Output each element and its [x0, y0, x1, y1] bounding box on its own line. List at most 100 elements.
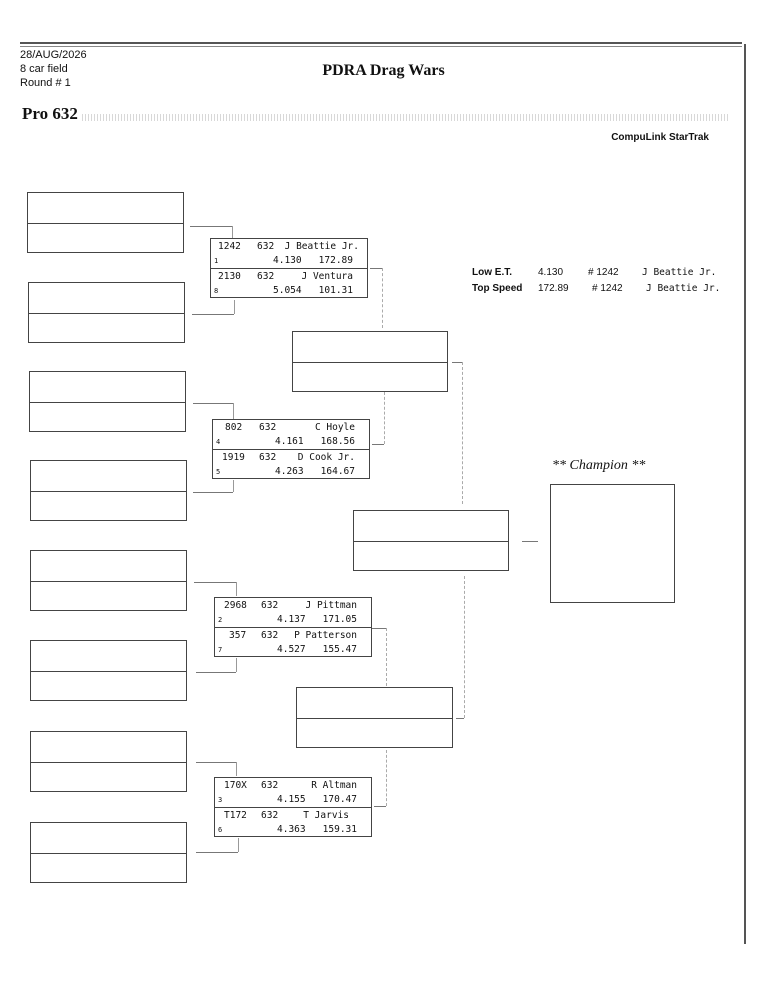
elapsed-time: 4.263: [275, 466, 304, 477]
elapsed-time: 4.161: [275, 436, 304, 447]
seed-number: 6: [218, 826, 223, 834]
lane-bottom: 357 632 P Patterson 7 4.527 155.47: [215, 627, 371, 657]
speed-mph: 172.89: [318, 255, 353, 266]
driver-name: R Altman: [311, 780, 357, 791]
car-number: 1919: [222, 452, 245, 463]
bracket-connector: [196, 762, 236, 763]
entry-box: [30, 822, 187, 883]
driver-name: J Pittman: [305, 600, 357, 611]
entry-box: [30, 640, 187, 701]
field-size: 8 car field: [20, 63, 68, 75]
seed-number: 8: [214, 287, 219, 295]
class-underline-bar: [82, 114, 728, 121]
speed-mph: 170.47: [322, 794, 357, 805]
entry-box: [28, 282, 185, 343]
speed-mph: 171.05: [322, 614, 357, 625]
driver-name: J Beattie Jr.: [284, 241, 359, 252]
entry-box: [29, 371, 186, 432]
bracket-connector: [386, 628, 387, 686]
brand-label: CompuLink StarTrak: [611, 132, 709, 143]
lane-top: 170X 632 R Altman 3 4.155 170.47: [215, 778, 371, 807]
bracket-connector: [196, 672, 236, 673]
bracket-connector: [522, 541, 538, 542]
bracket-connector: [232, 226, 233, 238]
bracket-connector: [386, 750, 387, 806]
page-title: PDRA Drag Wars: [322, 62, 445, 79]
car-class: 632: [261, 630, 279, 641]
low-et-value: 4.130: [538, 267, 564, 278]
seed-number: 2: [218, 616, 223, 624]
seed-number: 3: [218, 796, 223, 804]
driver-name: D Cook Jr.: [297, 452, 355, 463]
right-border: [744, 44, 746, 944]
driver-name: C Hoyle: [314, 422, 355, 433]
car-class: 632: [261, 780, 279, 791]
speed-mph: 155.47: [322, 644, 357, 655]
round-number: Round # 1: [20, 77, 71, 89]
final-box: [353, 510, 509, 571]
car-number: 357: [229, 630, 247, 641]
entry-box: [30, 550, 187, 611]
class-name: Pro 632: [22, 104, 78, 123]
bracket-connector: [193, 403, 233, 404]
car-class: 632: [261, 600, 279, 611]
lane-bottom: T172 632 T Jarvis 6 4.363 159.31: [215, 807, 371, 837]
car-number: 2130: [218, 271, 241, 282]
elapsed-time: 5.054: [273, 285, 302, 296]
low-et-car: # 1242: [588, 267, 619, 278]
matchup-card: 802 632 C Hoyle 4 4.161 168.56 1919 632 …: [212, 419, 370, 479]
top-speed-value: 172.89: [538, 283, 569, 294]
bracket-connector: [233, 403, 234, 419]
car-number: T172: [224, 810, 247, 821]
top-border: [20, 42, 742, 44]
driver-name: T Jarvis: [303, 810, 349, 821]
bracket-connector: [233, 480, 234, 492]
stats-panel: Low E.T. 4.130 # 1242 J Beattie Jr. Top …: [472, 265, 732, 299]
top-speed-driver: J Beattie Jr.: [646, 283, 721, 294]
speed-mph: 164.67: [320, 466, 355, 477]
speed-mph: 101.31: [318, 285, 353, 296]
lane-bottom: 1919 632 D Cook Jr. 5 4.263 164.67: [213, 449, 369, 479]
semifinal-box: [296, 687, 453, 748]
bracket-connector: [462, 362, 463, 504]
seed-number: 7: [218, 646, 223, 654]
matchup-card: 1242 632 J Beattie Jr. 1 4.130 172.89 21…: [210, 238, 368, 298]
bracket-connector: [372, 628, 386, 629]
bracket-connector: [370, 268, 382, 269]
seed-number: 5: [216, 468, 221, 476]
bracket-connector: [236, 658, 237, 672]
elapsed-time: 4.527: [277, 644, 306, 655]
champion-box: [550, 484, 675, 603]
bracket-connector: [374, 806, 386, 807]
bracket-connector: [382, 268, 383, 328]
event-date: 28/AUG/2026: [20, 49, 87, 61]
elapsed-time: 4.137: [277, 614, 306, 625]
lane-top: 802 632 C Hoyle 4 4.161 168.56: [213, 420, 369, 449]
bracket-connector: [372, 444, 384, 445]
driver-name: P Patterson: [294, 630, 357, 641]
entry-box: [30, 460, 187, 521]
car-class: 632: [261, 810, 279, 821]
speed-mph: 159.31: [322, 824, 357, 835]
car-class: 632: [257, 271, 275, 282]
bracket-connector: [236, 582, 237, 596]
bracket-connector: [190, 226, 232, 227]
semifinal-box: [292, 331, 448, 392]
top-speed-label: Top Speed: [472, 283, 523, 294]
bracket-connector: [384, 392, 385, 444]
lane-top: 1242 632 J Beattie Jr. 1 4.130 172.89: [211, 239, 367, 268]
car-number: 802: [225, 422, 243, 433]
bracket-connector: [234, 300, 235, 314]
matchup-card: 170X 632 R Altman 3 4.155 170.47 T172 63…: [214, 777, 372, 837]
elapsed-time: 4.130: [273, 255, 302, 266]
bracket-connector: [194, 582, 236, 583]
lane-top: 2968 632 J Pittman 2 4.137 171.05: [215, 598, 371, 627]
top-border-inner: [20, 46, 742, 47]
car-number: 1242: [218, 241, 241, 252]
bracket-connector: [193, 492, 233, 493]
driver-name: J Ventura: [301, 271, 353, 282]
bracket-connector: [456, 718, 464, 719]
bracket-connector: [238, 838, 239, 852]
low-et-label: Low E.T.: [472, 267, 512, 278]
matchup-card: 2968 632 J Pittman 2 4.137 171.05 357 63…: [214, 597, 372, 657]
